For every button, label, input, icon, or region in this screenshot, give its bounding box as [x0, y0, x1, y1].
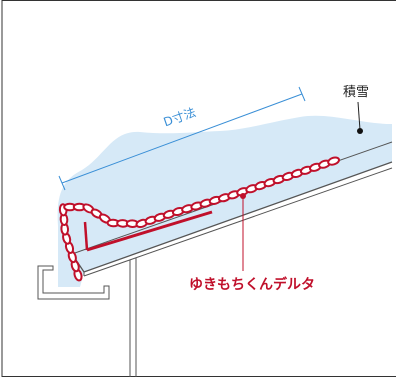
dimension-line [58, 86, 306, 191]
wall [129, 258, 137, 377]
snow-label: 積雪 [343, 85, 370, 100]
product-label: ゆきもちくんデルタ [189, 277, 315, 293]
product-rail [83, 210, 213, 252]
product-chain [58, 156, 341, 282]
gutter [37, 265, 110, 300]
product-leader [240, 193, 246, 271]
snow-leader [357, 101, 363, 134]
chain-link [327, 156, 341, 166]
